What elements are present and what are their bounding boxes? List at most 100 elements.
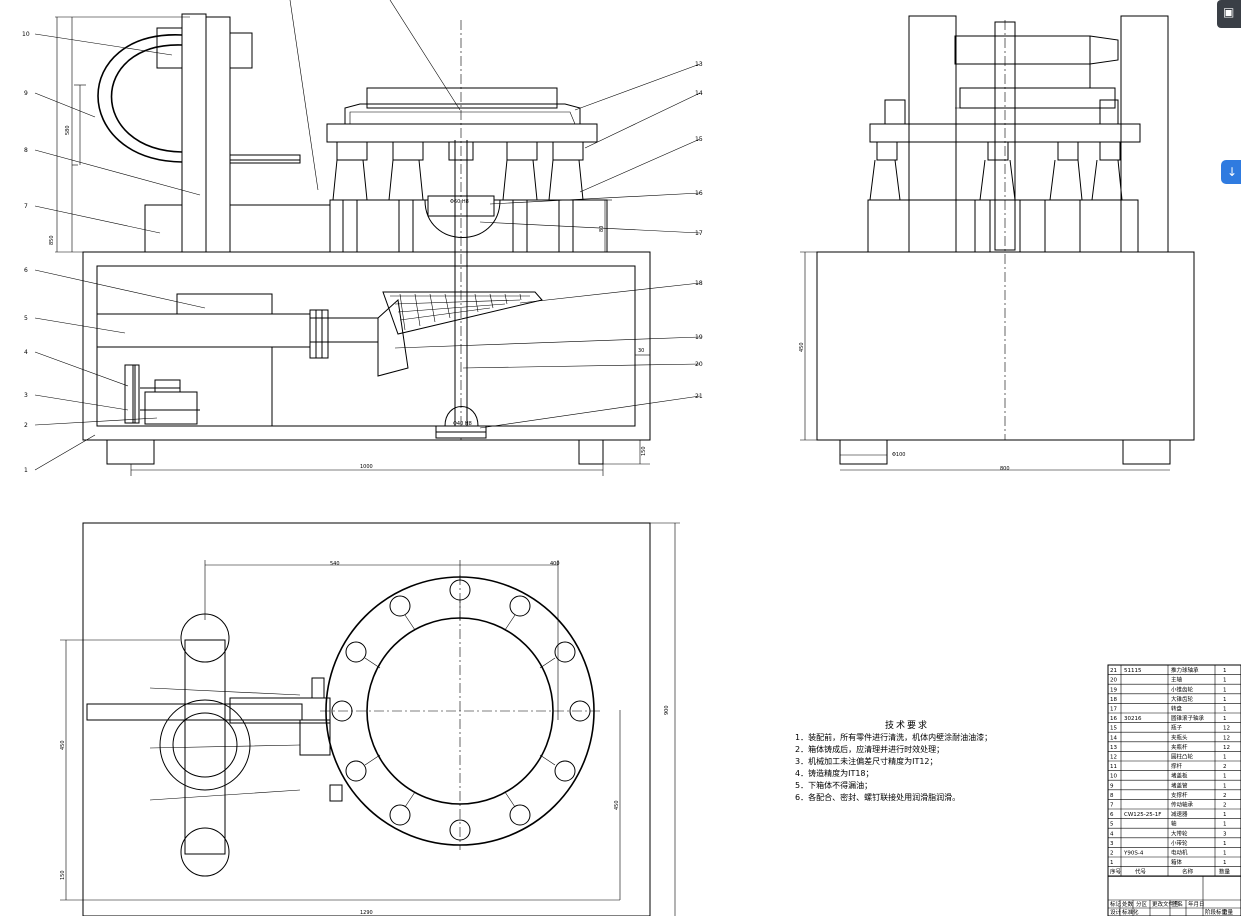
dimension: 900: [664, 705, 670, 715]
part-label: 1: [24, 467, 28, 474]
bom-no: 13: [1110, 745, 1117, 751]
bom-no: 1: [1110, 860, 1114, 866]
bom-no: 12: [1110, 755, 1117, 761]
bom-no: 16: [1110, 716, 1117, 722]
dimension: 450: [60, 740, 66, 750]
side-view: 450 Φ100 800: [799, 15, 1195, 472]
download-button[interactable]: ↓: [1221, 160, 1241, 184]
part-label: 7: [24, 203, 28, 210]
bom-no: 15: [1110, 726, 1117, 732]
app-icon: ▣: [1223, 5, 1235, 19]
bom-header-qty: 数量: [1219, 868, 1231, 876]
dimension: 400: [550, 561, 560, 567]
bom-code: 30216: [1124, 716, 1142, 722]
part-label: 6: [24, 267, 28, 274]
bom-name: 支撑杆: [1171, 791, 1188, 799]
part-label: 9: [24, 90, 28, 97]
bom-header-code: 代号: [1135, 868, 1147, 876]
part-label: 10: [22, 31, 30, 38]
bom-no: 17: [1110, 707, 1117, 713]
bom-no: 14: [1110, 735, 1117, 741]
tech-line: 3．机械加工未注偏差尺寸精度为IT12；: [795, 756, 938, 766]
bom-no: 4: [1110, 831, 1114, 837]
bom-name: 电动机: [1171, 849, 1188, 857]
bom-qty: 1: [1223, 697, 1227, 703]
bom-no: 21: [1110, 668, 1117, 674]
bom-qty: 1: [1223, 716, 1227, 722]
tech-title: 技术要求: [885, 719, 929, 731]
bom-qty: 1: [1223, 707, 1227, 713]
bom-header-name: 名称: [1182, 868, 1194, 876]
bom-qty: 2: [1223, 793, 1227, 799]
bom-name: 小带轮: [1171, 839, 1188, 847]
bom-name: 堵盖板: [1171, 772, 1188, 780]
dimension: 1290: [360, 910, 373, 916]
bom-qty: 1: [1223, 687, 1227, 693]
title-cell: 更改文件号: [1152, 900, 1180, 908]
bom-name: 圆柱凸轮: [1171, 753, 1194, 761]
bom-no: 7: [1110, 803, 1114, 809]
technical-requirements: 技术要求 1．装配前，所有零件进行清洗，机体内壁涂耐油油漆； 2．箱体铸成后，应…: [795, 719, 992, 802]
front-view: 10 9 8 7 6 5 4 3 2 1 13 14 15 16 17 18 1…: [22, 0, 703, 476]
bom-header-no: 序号: [1110, 868, 1122, 876]
bom-name: 撑杆: [1171, 762, 1183, 770]
title-cell: 签名: [1172, 900, 1183, 908]
bom-name: 瓶子: [1171, 724, 1183, 732]
bom-qty: 12: [1223, 735, 1230, 741]
download-icon: ↓: [1227, 165, 1238, 179]
bom-name: 夹瓶杆: [1171, 743, 1188, 751]
bom-qty: 12: [1223, 745, 1230, 751]
bom-no: 19: [1110, 687, 1117, 693]
dimension: 850: [49, 235, 55, 245]
title-cell: 处数: [1122, 900, 1134, 908]
dimension: Φ60 H8: [450, 199, 469, 205]
bom-qty: 1: [1223, 822, 1227, 828]
bottle-holes: [331, 579, 591, 841]
bom-qty: 1: [1223, 668, 1227, 674]
part-label: 5: [24, 315, 28, 322]
bom-no: 10: [1110, 774, 1117, 780]
bom-qty: 1: [1223, 774, 1227, 780]
bom-no: 8: [1110, 793, 1114, 799]
bom-qty: 1: [1223, 783, 1227, 789]
bom-qty: 1: [1223, 851, 1227, 857]
bom-name: 大带轮: [1171, 829, 1188, 837]
bom-name: 传动轴承: [1171, 801, 1194, 809]
bom-name: 小锥齿轮: [1171, 685, 1194, 693]
tech-line: 1．装配前，所有零件进行清洗，机体内壁涂耐油油漆；: [795, 732, 992, 742]
dimension: 540: [330, 561, 340, 567]
bom-name: 轴: [1171, 820, 1177, 828]
bom-qty: 3: [1223, 831, 1227, 837]
title-cell: 阶段标记: [1205, 908, 1228, 916]
dimension: 800: [1000, 466, 1010, 472]
bom-qty: 1: [1223, 841, 1227, 847]
title-cell: 分区: [1136, 900, 1148, 908]
top-view: 540 400 900 450 450 150 1290: [60, 522, 680, 916]
part-label: 17: [695, 230, 703, 237]
part-label: 14: [695, 90, 703, 97]
title-block: 标记 处数 分区 更改文件号 签名 年月日 设计 标准化 阶段标记 重量: [1107, 875, 1241, 916]
bom-no: 18: [1110, 697, 1117, 703]
bom-name: 转盘: [1171, 705, 1183, 713]
tech-line: 5．下箱体不得漏油；: [795, 780, 872, 790]
bom-no: 2: [1110, 851, 1114, 857]
title-cell: 设计: [1110, 908, 1122, 916]
part-label: 4: [24, 349, 28, 356]
bom-name: 推力球轴承: [1171, 666, 1199, 674]
dimension: 1000: [360, 464, 373, 470]
bom-no: 5: [1110, 822, 1114, 828]
bom-qty: 12: [1223, 726, 1230, 732]
bom-no: 9: [1110, 783, 1114, 789]
part-label: 16: [695, 190, 703, 197]
bom-qty: 1: [1223, 860, 1227, 866]
title-cell: 重量: [1222, 908, 1234, 916]
bom-no: 20: [1110, 678, 1117, 684]
dimension: 580: [65, 125, 71, 135]
app-button[interactable]: ▣: [1217, 0, 1241, 28]
bom-qty: 2: [1223, 803, 1227, 809]
dimension: 450: [614, 800, 620, 810]
title-cell: 年月日: [1188, 900, 1205, 908]
bom-name: 减速器: [1171, 810, 1188, 818]
